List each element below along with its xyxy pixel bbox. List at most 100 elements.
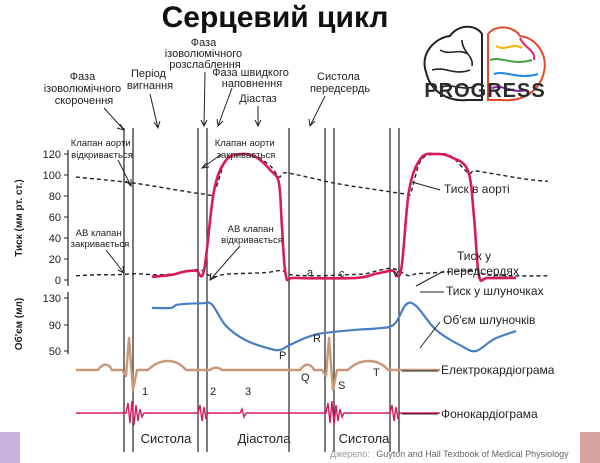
volume-tick-labels: 130 90 50 [43, 293, 61, 358]
pointer-line [209, 245, 241, 281]
tick-label: 20 [49, 254, 61, 266]
pointer-line [201, 153, 223, 169]
pressure-ticks [64, 153, 68, 281]
wave-letters: a c v P Q R S T [279, 267, 399, 392]
valve-annotations: Клапан аорти відкривається Клапан аорти … [71, 138, 283, 250]
volume-axis: 130 90 50 Об'єм (мл) [13, 292, 69, 358]
arrow-isovolumic-contraction [103, 107, 125, 131]
phase-line: ізоволюмічного [44, 83, 121, 95]
phase-line: розслаблення [169, 59, 241, 71]
pointer-line [415, 270, 445, 287]
note-line: АВ клапан [228, 224, 274, 235]
wave-letter-T: T [373, 367, 380, 379]
ecg-trace [76, 336, 440, 392]
heart-sound-2: 2 [210, 386, 216, 398]
pressure-axis: 120 100 80 60 40 20 0 Тиск (мм рт. ст.) [14, 149, 69, 287]
tick-label: 100 [43, 170, 61, 182]
page-title: Серцевий цикл [162, 1, 389, 34]
label-ventricular-volume: Об'єм шлуночків [443, 313, 535, 327]
arrow-ejection [149, 93, 159, 129]
period-diastole: Діастола [238, 431, 292, 446]
arrowhead [254, 119, 262, 128]
phase-line: наповнення [222, 78, 282, 90]
label-line: Тиск у [457, 249, 491, 263]
period-systole-1: Систола [141, 431, 192, 446]
pointer-line [411, 181, 441, 191]
arrowhead [116, 123, 126, 131]
arrowhead [308, 118, 316, 128]
note-av-valve-closes: АВ клапан закривається [71, 228, 130, 250]
arrowhead [117, 265, 125, 274]
tick-label: 130 [43, 293, 61, 305]
note-line: Клапан аорти [71, 138, 131, 149]
tick-label: 0 [55, 275, 61, 287]
volume-ticks [64, 297, 68, 352]
heart-sound-markers: 1 2 3 [142, 386, 251, 398]
wave-letter-P: P [279, 350, 286, 362]
heart-sound-1: 1 [142, 386, 148, 398]
arrow-atrial-systole [309, 95, 326, 127]
phase-isovolumic-relaxation: Фаза ізоволюмічного розслаблення [165, 37, 246, 71]
wave-letter-Q: Q [301, 372, 310, 384]
wave-letter-a: a [307, 267, 314, 279]
phase-line: Фаза [70, 71, 96, 83]
phase-line: Фаза швидкого [212, 67, 289, 79]
volume-axis-label: Об'єм (мл) [13, 298, 25, 350]
label-ecg: Електрокардіограма [441, 363, 555, 377]
period-systole-2: Систола [339, 431, 390, 446]
note-line: закривається [71, 239, 130, 250]
phase-line: ізоволюмічного [165, 48, 242, 60]
note-av-valve-opens: АВ клапан відкривається [221, 224, 283, 246]
phase-line: Систола [317, 71, 361, 83]
aortic-pressure-curve [75, 152, 549, 197]
note-line: відкривається [221, 235, 283, 246]
source-prefix: Джерело: [330, 449, 370, 459]
period-labels: Систола Діастола Систола [141, 431, 390, 446]
brain-icon [423, 25, 546, 102]
source-text: Guyton and Hall Textbook of Medical Phys… [376, 449, 569, 459]
pointer-line [117, 159, 132, 187]
wave-letter-v: v [393, 268, 399, 280]
label-ventricular-pressure: Тиск у шлуночках [446, 284, 544, 298]
curve-label-pointers [402, 181, 445, 415]
note-line: відкривається [71, 150, 133, 161]
phase-rapid-filling: Фаза швидкого наповнення [212, 67, 292, 90]
curve-labels: Тиск в аорті Тиск у передсердях Тиск у ш… [441, 182, 555, 421]
arrowhead [216, 118, 224, 128]
note-aortic-valve-opens: Клапан аорти відкривається [71, 138, 134, 161]
tick-label: 40 [49, 233, 61, 245]
tick-label: 80 [49, 191, 61, 203]
arrowhead [153, 120, 161, 130]
label-phonocardiogram: Фонокардіограма [441, 407, 538, 421]
phase-line: скорочення [55, 95, 114, 107]
wave-letter-c: c [339, 268, 345, 280]
pressure-tick-labels: 120 100 80 60 40 20 0 [43, 149, 61, 287]
phonocardiogram-trace [76, 400, 440, 426]
arrowhead [209, 272, 217, 281]
wave-letter-R: R [313, 333, 321, 345]
ventricular-volume-curve [151, 301, 517, 353]
phase-ejection: Період вигнання [127, 68, 173, 92]
tick-label: 120 [43, 149, 61, 161]
tick-label: 90 [49, 320, 61, 332]
arrowhead [125, 179, 132, 188]
phase-line: вигнання [127, 80, 173, 92]
corner-accent-left [0, 432, 20, 463]
progress-brain-logo: PROGRESS [423, 25, 546, 102]
phase-line: Період [131, 68, 166, 80]
label-line: передсердях [447, 264, 519, 278]
source-credit: Джерело: Guyton and Hall Textbook of Med… [330, 449, 569, 459]
phase-labels: Фаза ізоволюмічного скорочення Період ви… [44, 37, 371, 107]
note-line: АВ клапан [76, 228, 122, 239]
arrowhead [200, 162, 210, 169]
heart-sound-3: 3 [245, 386, 251, 398]
arrow-isovolumic-relaxation [203, 71, 206, 127]
tick-label: 50 [49, 346, 61, 358]
corner-accent-right [580, 432, 600, 463]
pointer-line [105, 249, 125, 274]
note-line: Клапан аорти [215, 138, 275, 149]
ventricular-pressure-curve [151, 152, 517, 283]
phase-diastasis: Діастаз [239, 93, 276, 105]
